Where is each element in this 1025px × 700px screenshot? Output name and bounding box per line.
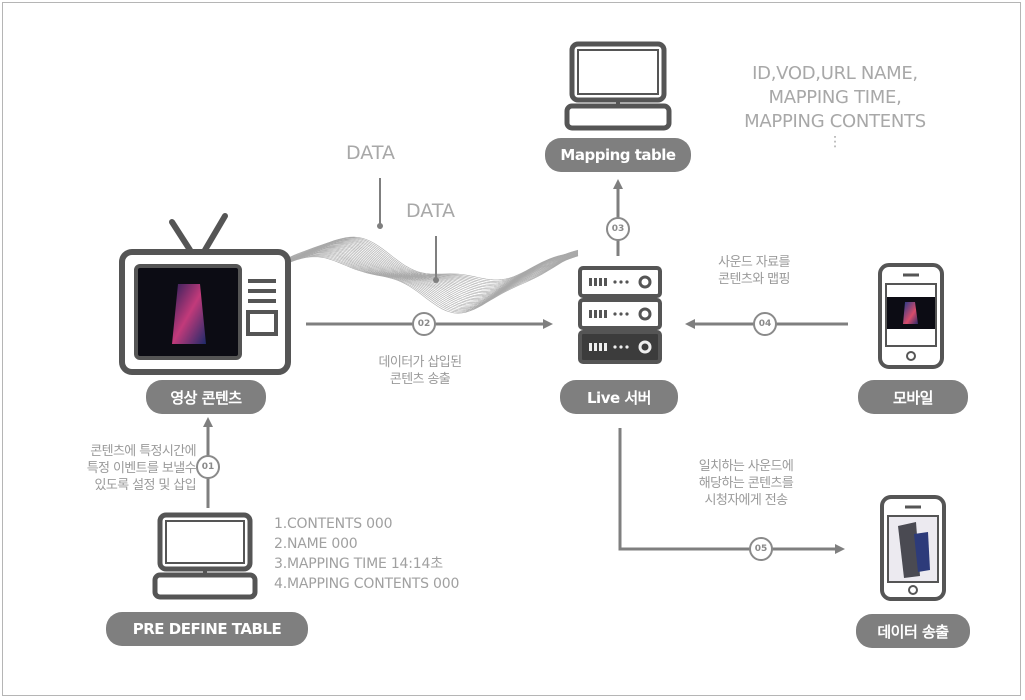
node-mobile: 모바일 bbox=[858, 380, 968, 414]
step-05-line-3: 시청자에게 전송 bbox=[704, 493, 788, 508]
wave-line bbox=[281, 253, 579, 311]
tv-icon bbox=[119, 213, 291, 375]
data-wave bbox=[281, 236, 579, 314]
step-badge-05: 05 bbox=[749, 537, 773, 561]
wave-line bbox=[281, 246, 579, 299]
step-04-line-1: 사운드 자료를 bbox=[718, 255, 790, 270]
wave-line bbox=[281, 248, 579, 302]
step-01-description: 콘텐츠에 특정시간에 특정 이벤트를 보낼수 있도록 설정 및 삽입 bbox=[30, 443, 197, 494]
mapping-field-3: MAPPING CONTENTS bbox=[744, 111, 926, 132]
wave-line bbox=[281, 253, 579, 309]
mapping-field-1: ID,VOD,URL NAME, bbox=[752, 63, 918, 84]
step-05-description: 일치하는 사운드에 해당하는 콘텐츠를 시청자에게 전송 bbox=[666, 458, 826, 509]
server-icon bbox=[578, 266, 662, 364]
wave-line bbox=[281, 245, 579, 298]
wave-line bbox=[281, 249, 579, 305]
broadcast-phone-icon bbox=[880, 495, 946, 601]
step-04-line-2: 콘텐츠와 맵핑 bbox=[718, 272, 790, 287]
step-01-line-1: 콘텐츠에 특정시간에 bbox=[90, 444, 196, 459]
pre-define-laptop-icon bbox=[152, 512, 258, 600]
data-label-1: DATA bbox=[346, 142, 395, 164]
wave-line bbox=[281, 255, 579, 313]
pre-define-list: 1.CONTENTS 000 2.NAME 000 3.MAPPING TIME… bbox=[274, 514, 459, 594]
node-data-broadcast: 데이터 송출 bbox=[856, 614, 970, 648]
pre-define-item-2: 2.NAME 000 bbox=[274, 536, 358, 552]
step-05-line-1: 일치하는 사운드에 bbox=[698, 459, 794, 474]
mobile-phone-icon bbox=[878, 263, 944, 369]
wave-line bbox=[281, 249, 579, 303]
wave-line bbox=[281, 254, 579, 312]
mapping-field-2: MAPPING TIME, bbox=[768, 87, 902, 108]
step-badge-02: 02 bbox=[412, 312, 436, 336]
node-video-content: 영상 콘텐츠 bbox=[146, 380, 266, 414]
step-badge-03: 03 bbox=[606, 217, 630, 241]
step-04-description: 사운드 자료를 콘텐츠와 맵핑 bbox=[684, 254, 824, 288]
data-callout-dot-1 bbox=[377, 223, 383, 229]
pre-define-item-3: 3.MAPPING TIME 14:14초 bbox=[274, 556, 443, 572]
step-02-line-1: 데이터가 삽입된 bbox=[378, 355, 462, 370]
data-callout-dot-2 bbox=[433, 277, 439, 283]
node-pre-define-table: PRE DEFINE TABLE bbox=[106, 612, 308, 646]
step-01-line-2: 특정 이벤트를 보낼수 bbox=[86, 461, 197, 476]
mapping-laptop-icon bbox=[564, 41, 672, 131]
step-02-description: 데이터가 삽입된 콘텐츠 송출 bbox=[350, 354, 490, 388]
wave-line bbox=[281, 247, 579, 301]
step-01-line-3: 있도록 설정 및 삽입 bbox=[94, 478, 197, 493]
wave-line bbox=[281, 252, 579, 308]
wave-line bbox=[281, 251, 579, 307]
node-mapping-table: Mapping table bbox=[545, 138, 691, 172]
pre-define-item-1: 1.CONTENTS 000 bbox=[274, 516, 393, 532]
mapping-field-more: ⋮ bbox=[828, 134, 842, 150]
wave-line bbox=[281, 255, 579, 314]
step-badge-01: 01 bbox=[196, 455, 220, 479]
wave-line bbox=[281, 250, 579, 306]
pre-define-item-4: 4.MAPPING CONTENTS 000 bbox=[274, 576, 460, 592]
mapping-fields: ID,VOD,URL NAME, MAPPING TIME, MAPPING C… bbox=[710, 62, 960, 150]
node-live-server: Live 서버 bbox=[560, 380, 678, 414]
step-02-line-2: 콘텐츠 송출 bbox=[389, 372, 451, 387]
step-05-line-2: 해당하는 콘텐츠를 bbox=[698, 476, 794, 491]
data-label-2: DATA bbox=[406, 200, 455, 222]
step-badge-04: 04 bbox=[753, 312, 777, 336]
